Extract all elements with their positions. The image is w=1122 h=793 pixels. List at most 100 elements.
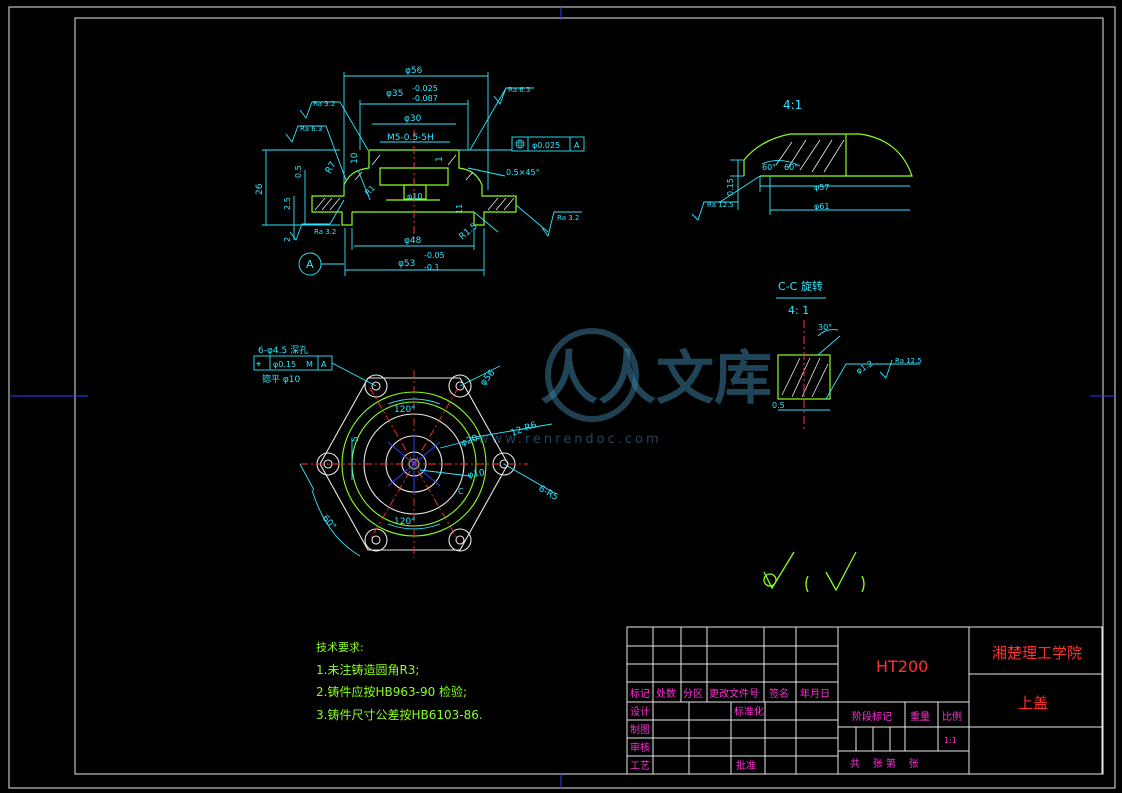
dim-d53: φ53 [398,259,415,269]
dim-h10: 10 [350,152,360,164]
dim-d35: φ35 [386,89,403,99]
plan-counterbore: 锪平 φ10 [262,373,301,385]
plan-d56: φ56 [479,368,498,388]
row-label-check: 审核 [630,741,650,754]
detail-scale: 4:1 [783,98,802,112]
title-part-name: 上盖 [1018,694,1048,712]
section-cc-view: C-C 旋转 4: 1 30° φ1.2 0.5 Ra 12.5 [772,279,922,432]
tech-note-3: 3.铸件尺寸公差按HB6103-86. [316,707,483,722]
cc-hatch [781,357,829,398]
plan-gdt-value: φ0.15 [273,360,296,369]
dim-r7: R7 [324,160,339,175]
roughness-ra5: Ra 3.2 [557,214,579,222]
section-outline [311,149,517,226]
datum-a-label: A [306,258,314,271]
watermark-logo-icon [545,328,639,422]
watermark-text: 人人文库 [540,344,772,412]
dim-d48: φ48 [404,236,422,246]
plan-gdt-m: M [306,360,313,369]
detail-angle-2: 60° [784,163,798,172]
dim-d56: φ56 [405,66,423,76]
plan-h5: 5 [351,436,361,442]
cc-ra: Ra 12.5 [895,357,922,365]
section-hatch [314,154,515,211]
title-material: HT200 [876,657,928,676]
row-label-process: 工艺 [630,760,650,772]
dim-h11: 11 [455,204,464,214]
dim-d35-upper: -0.025 [412,84,438,93]
tolerance-value: φ0.025 [532,141,560,150]
section-tolerance-frame [511,136,585,152]
plan-c-label: C [458,487,464,496]
row-label-design: 设计 [630,705,650,718]
label-ratio: 比例 [942,710,962,723]
dim-d53-lower: -0.1 [424,263,440,272]
cc-angle: 30° [818,323,832,332]
section-roughness-symbols [285,87,582,241]
detail-angle-1: 60° [762,163,776,172]
dim-h1: 1 [435,156,445,162]
rev-header-zone: 分区 [683,688,703,700]
centering-marks [9,7,1115,788]
plan-view: 6-φ4.5 深孔 ⌖ φ0.15 M A 锪平 φ10 120° 120° φ… [253,345,560,558]
detail-d57: φ57 [814,183,829,192]
rev-header-count: 处数 [656,687,676,700]
dim-d30: φ30 [404,114,422,124]
datum-a-marker [298,252,344,276]
dim-h25: 2.5 [283,197,292,210]
detail-d61: φ61 [814,202,829,211]
dim-h05: 0.5 [294,165,303,178]
plan-angle-120-bot: 120° [394,517,416,527]
label-weight: 重量 [910,710,930,723]
detail-h015: 0.15 [726,178,735,196]
tech-notes-title: 技术要求: [316,641,364,654]
watermark: 人人文库 www.renrendoc.com [478,328,772,447]
plan-gdt-datum: A [321,360,327,369]
roughness-ra2: Ra 6.3 [300,125,322,133]
watermark-url: www.renrendoc.com [478,432,662,447]
label-sheets: 共 张 第 张 [850,757,919,770]
title-block: HT200 湘楚理工学院 上盖 标记 处数 分区 更改文件号 签名 年月日 设计… [626,626,1103,775]
dim-chamfer: 0.5×45° [506,168,540,177]
cc-dims [778,329,920,411]
label-standardize: 标准化 [734,705,764,718]
dim-d35-lower: -0.087 [412,94,438,103]
plan-holes-label: 6-φ4.5 深孔 [258,345,308,356]
plan-d10: φ10 [467,468,486,481]
row-label-draw: 制图 [630,723,650,736]
detail-hatch [775,139,845,173]
cc-d12: φ1.2 [855,359,875,376]
general-roughness-mark [763,551,865,593]
rev-header-sign: 签名 [769,687,789,700]
detail-ra: Ra 12.5 [707,201,734,209]
concentricity-icon [515,139,525,149]
label-stage: 阶段标记 [852,710,892,723]
rev-header-mark: 标记 [630,688,650,700]
dim-h2: 2 [283,237,292,242]
label-approve: 批准 [736,759,756,772]
detail-outline [743,133,913,177]
roughness-ra1: Ra 3.2 [313,100,335,108]
position-icon: ⌖ [256,360,261,370]
rev-header-date: 年月日 [800,687,830,700]
plan-d20: φ20 [460,433,480,448]
tech-note-1: 1.未注铸造圆角R3; [316,662,419,677]
tech-notes: 技术要求: 1.未注铸造圆角R3; 2.铸件应按HB963-90 检验; 3.铸… [316,641,483,722]
dim-d10: φ10 [407,192,422,201]
cc-title: C-C 旋转 [778,279,823,293]
plan-r5: 6-R5 [537,484,560,503]
plan-bolt-holes [316,374,516,552]
plan-dims [253,355,557,557]
section-dims-lines [262,72,512,276]
tech-note-2: 2.铸件应按HB963-90 检验; [316,684,467,699]
plan-angle-120-top: 120° [394,405,416,415]
title-school: 湘楚理工学院 [992,644,1082,662]
tolerance-datum: A [574,141,580,150]
detail-dims [691,159,910,221]
ratio-value: 1:1 [944,736,957,745]
dim-h26: 26 [255,183,265,195]
rev-header-doc: 更改文件号 [709,687,759,700]
roughness-ra3: Ra 3.2 [314,228,336,236]
roughness-ra4: Ra 6.3 [508,86,530,94]
plan-ribs [387,434,441,494]
